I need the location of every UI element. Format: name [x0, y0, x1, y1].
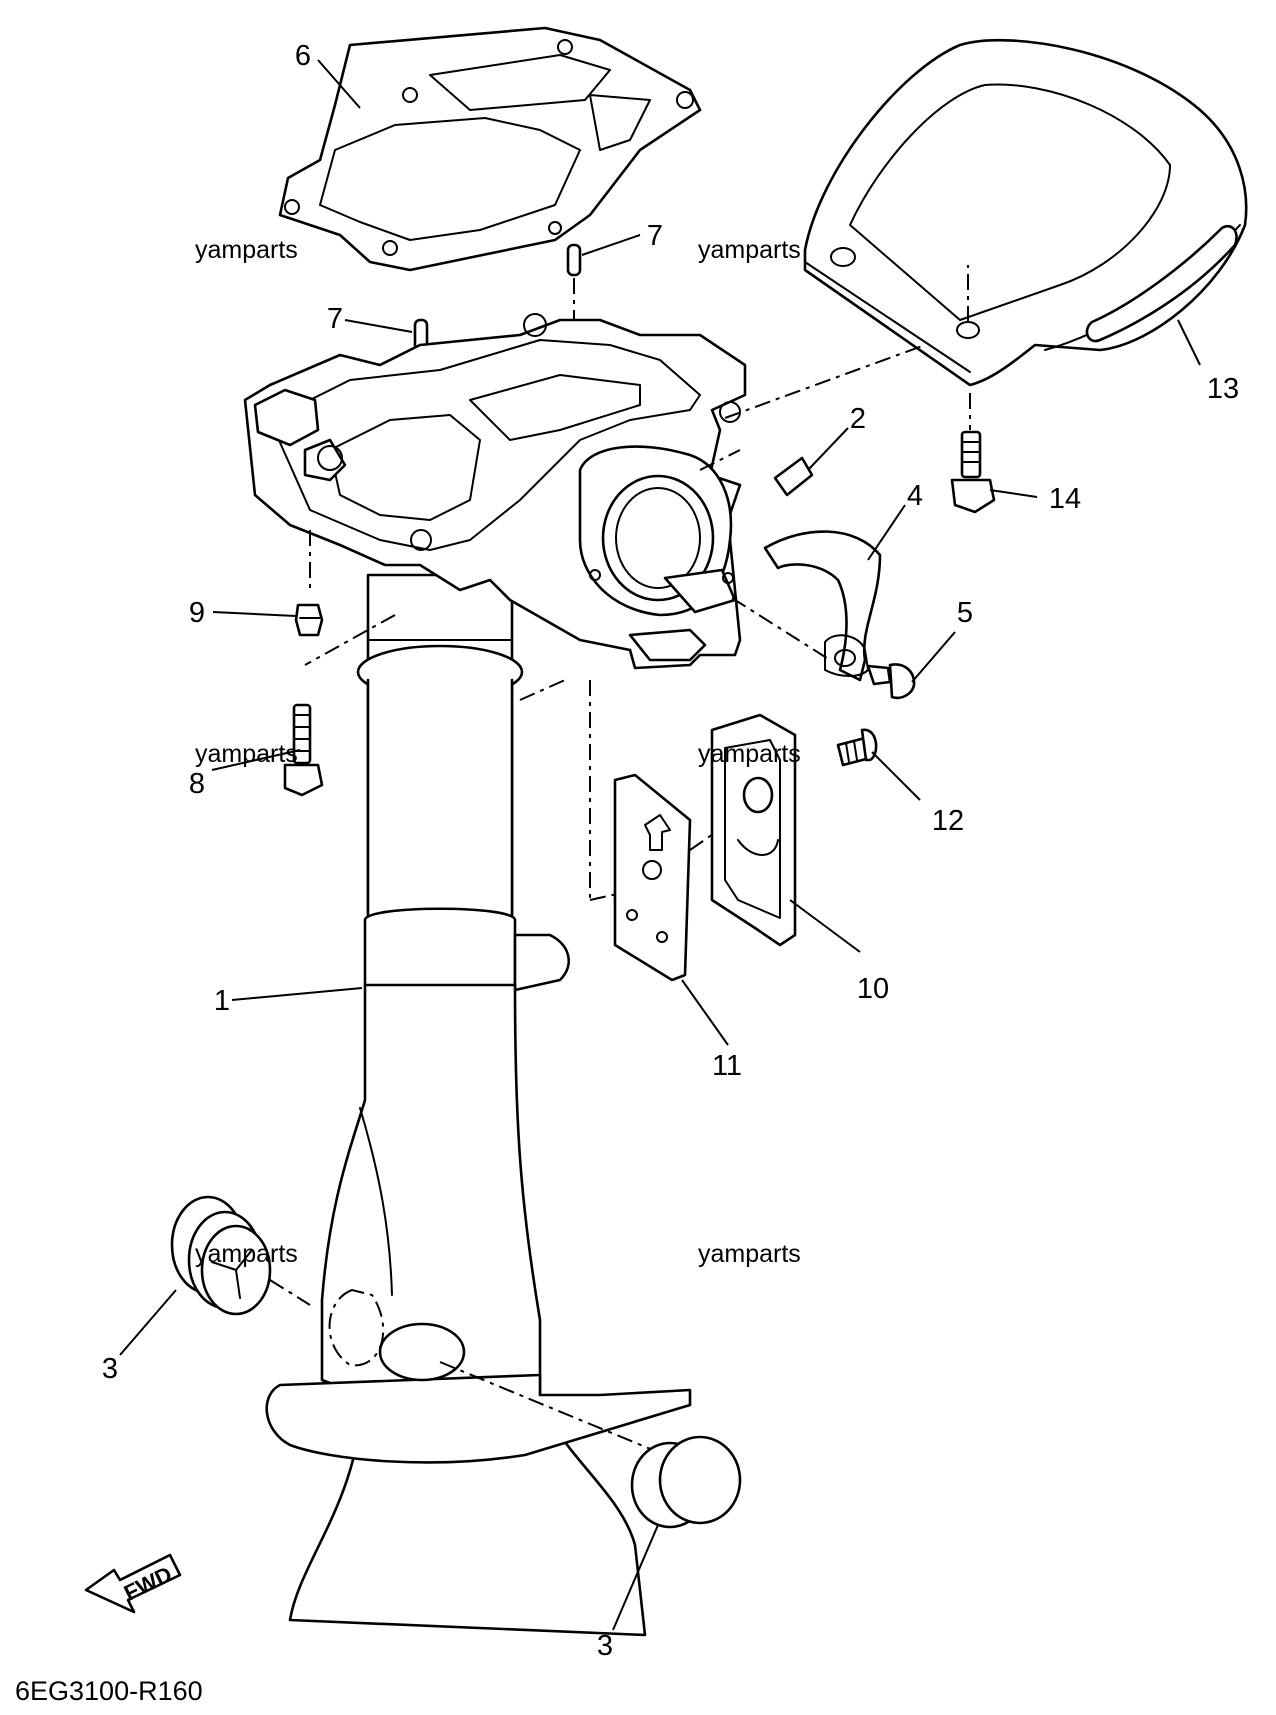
callout-4: 4 — [907, 480, 923, 512]
watermark: yamparts — [195, 236, 298, 264]
callout-8: 8 — [189, 768, 205, 800]
part-9-nipple[interactable] — [294, 603, 324, 637]
callout-1: 1 — [214, 985, 230, 1017]
fwd-arrow: FWD — [84, 1553, 182, 1614]
callout-7-right: 7 — [647, 220, 663, 252]
part-10-cover[interactable] — [710, 713, 797, 947]
part-8-bolt[interactable] — [283, 703, 324, 797]
diagram-code: 6EG3100-R160 — [15, 1676, 203, 1706]
callout-6: 6 — [295, 40, 311, 72]
watermark: yamparts — [698, 740, 801, 768]
part-1-upper-casing[interactable] — [243, 313, 747, 1637]
callout-3-upper: 3 — [102, 1353, 118, 1385]
callout-9: 9 — [189, 597, 205, 629]
callout-10: 10 — [857, 973, 889, 1005]
callout-11: 11 — [712, 1050, 742, 1082]
part-12-screw[interactable] — [836, 728, 878, 767]
callout-7-left: 7 — [327, 303, 343, 335]
callout-leaders — [119, 59, 1201, 1631]
watermarks: yamparts yamparts yamparts yamparts yamp… — [195, 236, 801, 1268]
callout-14: 14 — [1049, 483, 1081, 515]
callout-13: 13 — [1207, 373, 1239, 405]
part-13-apron-cover[interactable] — [803, 38, 1248, 430]
callout-5: 5 — [957, 597, 973, 629]
watermark: yamparts — [698, 1240, 801, 1268]
part-11-plate[interactable] — [613, 773, 692, 982]
part-14-bolt[interactable] — [950, 430, 996, 514]
part-4-clamp[interactable] — [763, 530, 882, 682]
callout-numbers: 1 2 3 3 4 5 6 7 7 8 9 10 11 12 13 14 — [102, 40, 1239, 1662]
part-5-screw[interactable] — [866, 663, 916, 700]
watermark: yamparts — [698, 236, 801, 264]
callout-3-lower: 3 — [597, 1630, 613, 1662]
callout-2: 2 — [850, 403, 866, 435]
watermark: yamparts — [195, 740, 298, 768]
part-2-pin[interactable] — [773, 456, 814, 497]
part-6-gasket[interactable] — [278, 26, 702, 272]
watermark: yamparts — [195, 1240, 298, 1268]
part-3-grommets[interactable] — [170, 1195, 742, 1529]
callout-12: 12 — [932, 805, 964, 837]
